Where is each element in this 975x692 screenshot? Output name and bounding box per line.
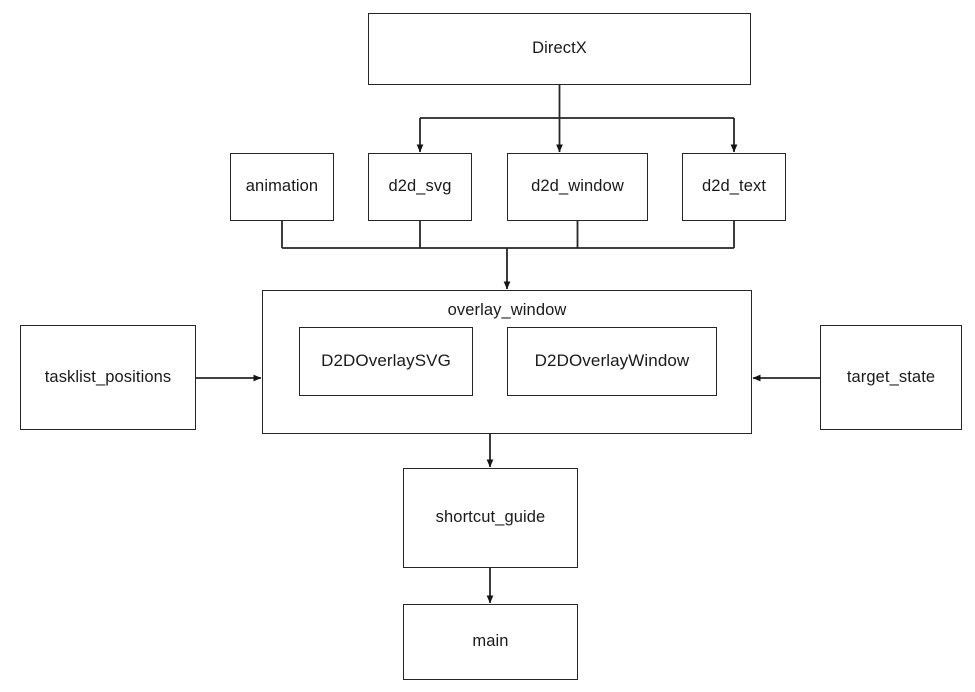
node-d2d-svg[interactable]: d2d_svg (368, 153, 472, 221)
node-directx[interactable]: DirectX (368, 13, 751, 85)
node-shortcut-guide-label: shortcut_guide (435, 508, 546, 527)
node-d2d-window[interactable]: d2d_window (507, 153, 648, 221)
node-d2d-overlay-window[interactable]: D2DOverlayWindow (507, 327, 717, 396)
node-d2d-svg-label: d2d_svg (388, 177, 452, 196)
node-main-label: main (472, 632, 509, 651)
node-tasklist-positions-label: tasklist_positions (44, 367, 172, 386)
node-d2d-overlay-svg[interactable]: D2DOverlaySVG (299, 327, 473, 396)
node-d2d-window-label: d2d_window (531, 177, 624, 196)
node-directx-label: DirectX (532, 39, 587, 58)
node-shortcut-guide[interactable]: shortcut_guide (403, 468, 578, 568)
node-overlay-window-label: overlay_window (447, 301, 567, 319)
node-tasklist-positions[interactable]: tasklist_positions (20, 325, 196, 430)
node-animation-label: animation (245, 177, 319, 196)
node-target-state-label: target_state (846, 367, 936, 386)
node-d2d-text-label: d2d_text (701, 177, 767, 196)
node-animation[interactable]: animation (230, 153, 334, 221)
node-overlay-window[interactable]: overlay_window (262, 290, 752, 434)
node-d2d-overlay-window-label: D2DOverlayWindow (534, 351, 690, 371)
node-main[interactable]: main (403, 604, 578, 680)
node-d2d-overlay-svg-label: D2DOverlaySVG (321, 351, 451, 371)
node-target-state[interactable]: target_state (820, 325, 962, 430)
node-d2d-text[interactable]: d2d_text (682, 153, 786, 221)
